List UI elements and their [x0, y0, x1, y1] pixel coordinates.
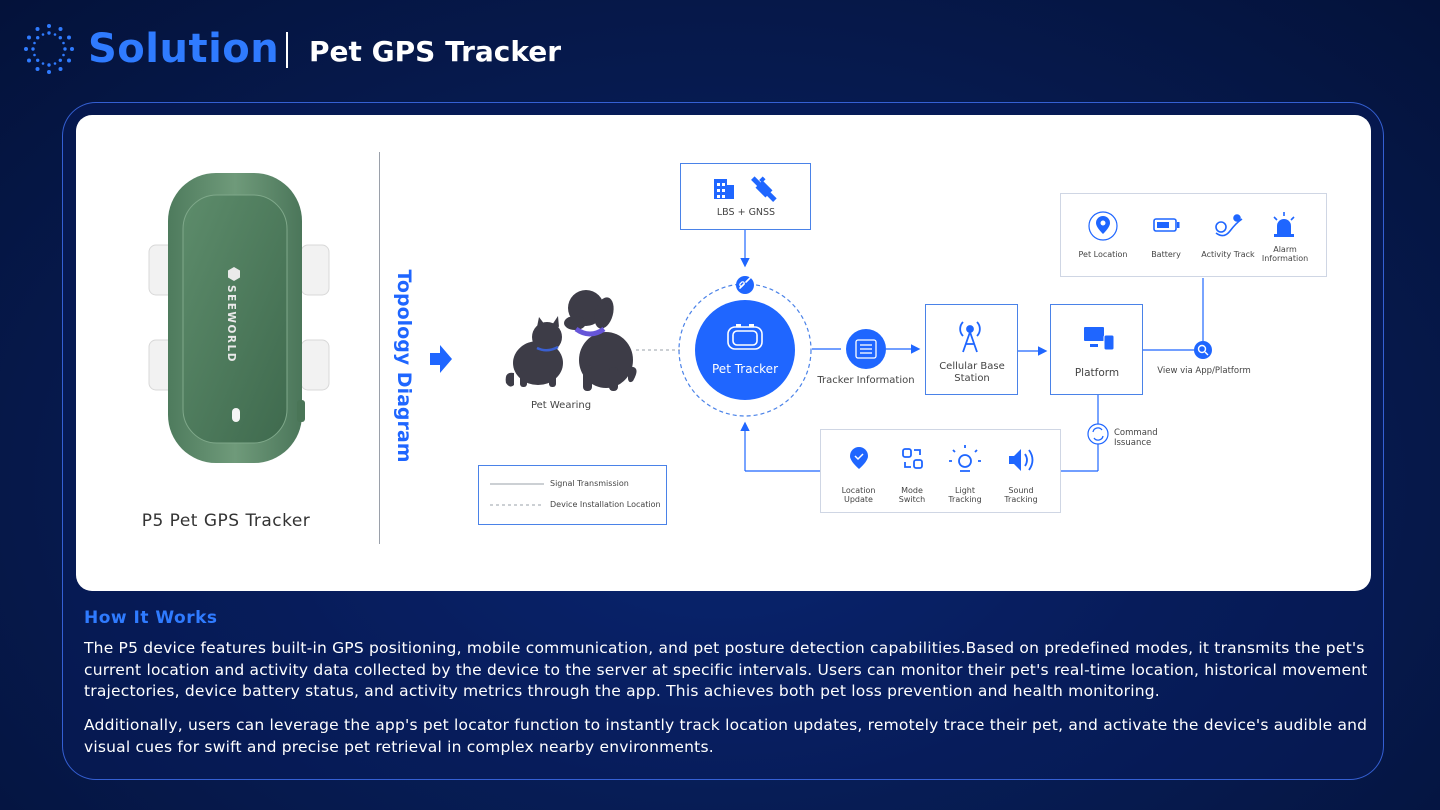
- activity-track-icon: [1215, 214, 1243, 237]
- vertical-separator: [379, 152, 380, 544]
- diagram-card: SEEWORLD: [76, 115, 1371, 591]
- battery-icon: [1153, 218, 1180, 232]
- topology-diagram-title: Topology Diagram: [393, 269, 415, 463]
- how-it-works-paragraph-2: Additionally, users can leverage the app…: [84, 716, 1368, 756]
- device-brand-text: SEEWORLD: [225, 285, 237, 363]
- feature-activity-track-label: Activity Track: [1201, 250, 1255, 259]
- feature-alarm-information-label: Alarm Information: [1261, 245, 1309, 264]
- link-icon: [736, 276, 754, 294]
- location-update-icon: [850, 447, 868, 469]
- satellite-icon: [751, 176, 777, 202]
- platform-computer-icon: [1084, 327, 1115, 351]
- sound-icon: [1009, 449, 1034, 471]
- location-pin-icon: [1088, 211, 1118, 241]
- page-title: Pet GPS Tracker: [309, 35, 562, 68]
- how-it-works-heading: How It Works: [84, 608, 218, 628]
- tracker-information-label: Tracker Information: [817, 375, 915, 386]
- mode-switch-icon: [902, 448, 923, 469]
- cell-tower-icon: [959, 321, 981, 353]
- pet-tracker-label: Pet Tracker: [712, 362, 778, 376]
- pet-wearing-label: Pet Wearing: [530, 400, 592, 411]
- command-sound-tracking-label: Sound Tracking: [1004, 486, 1038, 505]
- title-divider: [286, 32, 288, 68]
- alarm-icon: [1273, 212, 1295, 237]
- command-sync-icon: [1087, 423, 1109, 445]
- device-label: P5 Pet GPS Tracker: [141, 511, 311, 531]
- tracker-device-icon: [727, 324, 763, 350]
- platform-label: Platform: [1074, 367, 1120, 379]
- topology-diagram: SEEWORLD: [148, 163, 1327, 525]
- tracker-information-icon: [855, 339, 877, 359]
- view-search-icon: [1194, 341, 1212, 359]
- pet-gps-tracker-device-icon: SEEWORLD: [148, 173, 330, 463]
- brand-logo-icon: [24, 24, 74, 74]
- view-via-app-label: View via App/Platform: [1157, 366, 1251, 376]
- command-light-tracking-label: Light Tracking: [948, 486, 982, 505]
- legend-dashed-label: Device Installation Location: [550, 500, 661, 509]
- cellular-base-station-label: Cellular Base Station: [939, 361, 1005, 384]
- command-issuance-label: Command Issuance: [1114, 428, 1158, 448]
- lbs-building-icon: [714, 179, 734, 199]
- feature-battery-label: Battery: [1151, 250, 1181, 259]
- how-it-works-paragraph-1: The P5 device features built-in GPS posi…: [84, 639, 1368, 700]
- command-mode-switch-label: Mode Switch: [898, 486, 926, 505]
- lbs-gnss-label: LBS + GNSS: [716, 207, 776, 218]
- section-title: Solution: [88, 26, 280, 72]
- pets-illustration-icon: [505, 290, 637, 391]
- topology-arrow-icon: [430, 345, 452, 373]
- feature-pet-location-label: Pet Location: [1078, 250, 1128, 259]
- command-location-update-label: Location Update: [841, 486, 876, 505]
- legend-solid-label: Signal Transmission: [550, 479, 629, 488]
- light-icon: [949, 445, 981, 472]
